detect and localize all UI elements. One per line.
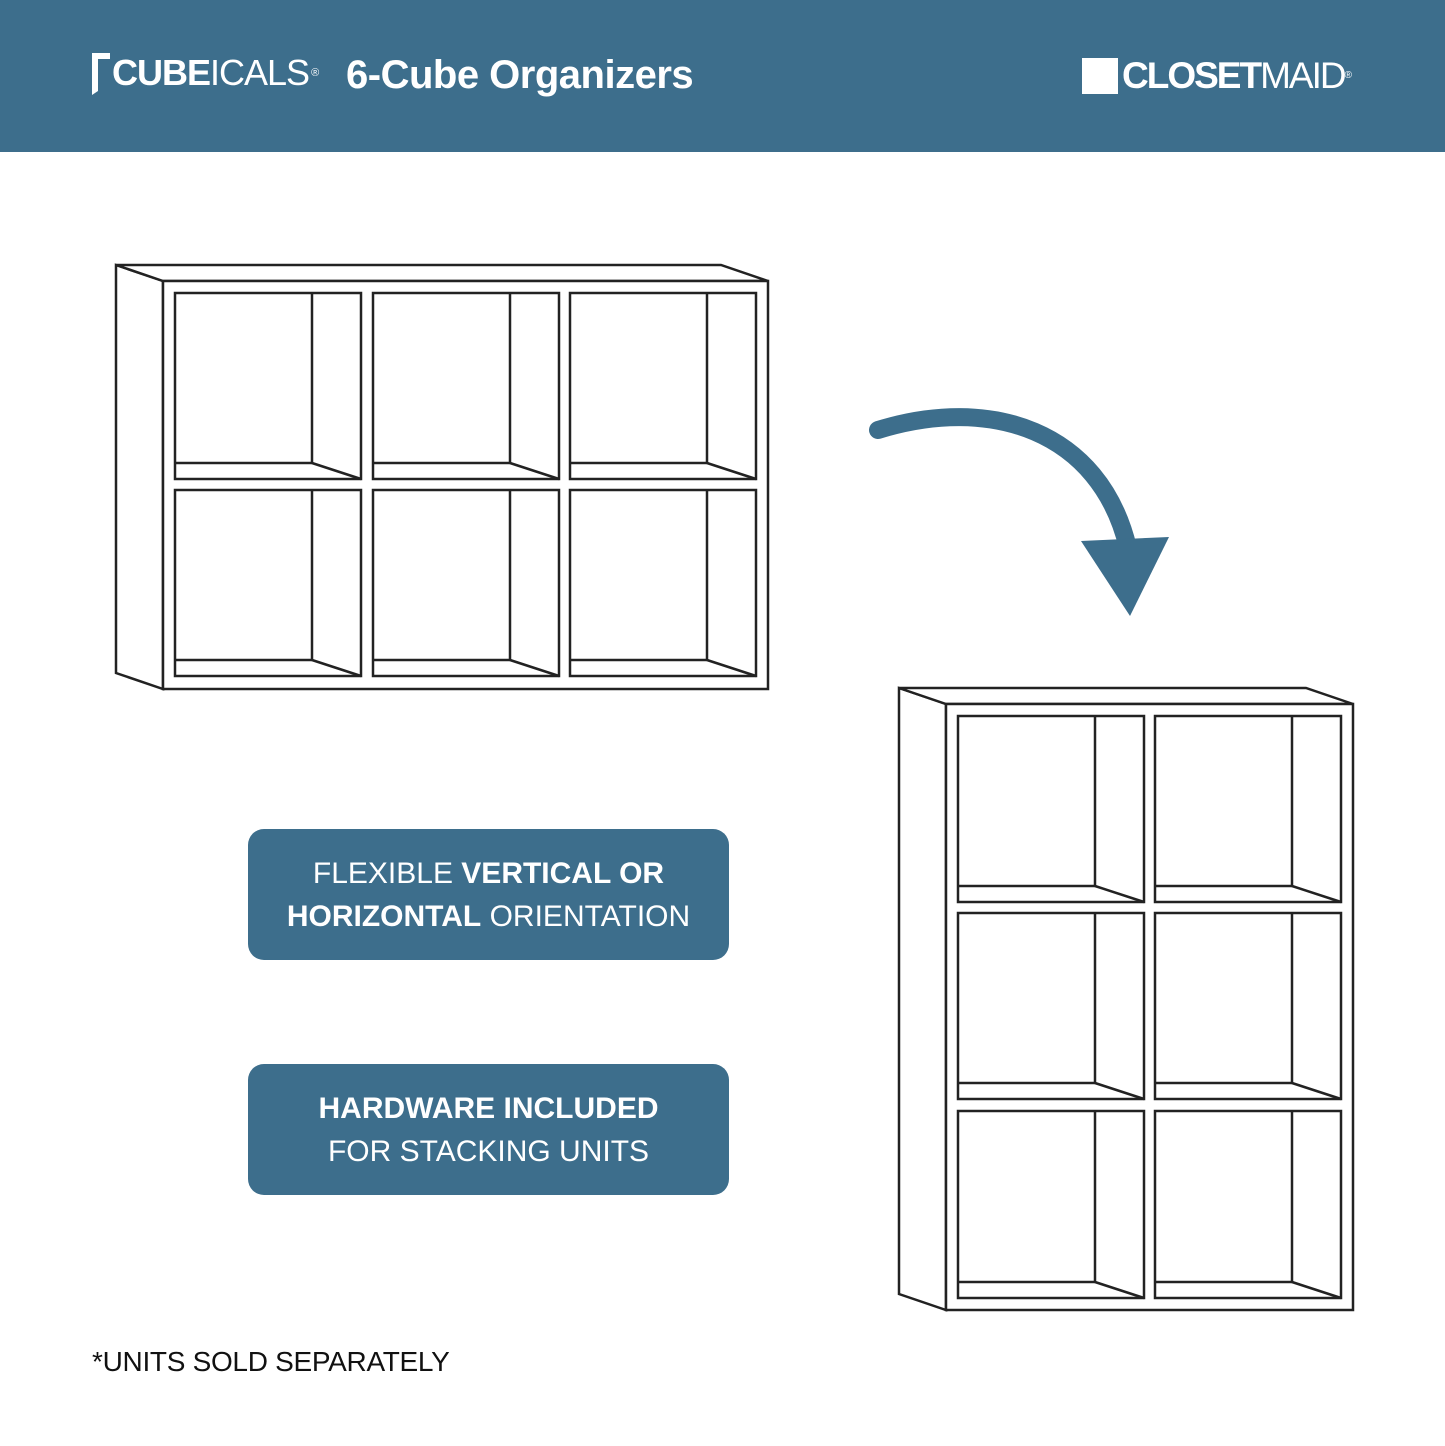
horizontal-organizer — [114, 263, 770, 691]
vertical-organizer — [897, 686, 1355, 1312]
callout-text-regular: FLEXIBLE — [312, 856, 462, 890]
callout-text-regular: ORIENTATION — [481, 899, 691, 933]
brand-name-regular: ICALS — [210, 52, 310, 93]
closetmaid-logo: CLOSETMAID® — [1082, 56, 1352, 96]
callout-text-regular: FOR STACKING UNITS — [327, 1134, 650, 1168]
callout-text-bold: HORIZONTAL — [286, 899, 482, 933]
maker-registered-mark: ® — [1344, 70, 1352, 81]
footnote: *UNITS SOLD SEPARATELY — [92, 1346, 450, 1377]
cube-corner-icon — [92, 53, 110, 95]
curved-arrow-icon — [869, 408, 1169, 616]
maker-wordmark: CLOSETMAID® — [1122, 56, 1352, 96]
page-title: 6-Cube Organizers — [346, 53, 694, 97]
brand-registered-mark: ® — [311, 67, 319, 79]
cubeicals-logo: CUBEICALS® — [90, 48, 319, 98]
header-bar: CUBEICALS® 6-Cube Organizers CLOSETMAID® — [0, 0, 1445, 152]
callout-line: HORIZONTAL ORIENTATION — [287, 895, 690, 938]
maker-name-regular: MAID — [1260, 55, 1346, 96]
callout-text-bold: VERTICAL OR — [461, 856, 665, 890]
orientation-callout: FLEXIBLE VERTICAL OR HORIZONTAL ORIENTAT… — [248, 829, 729, 960]
callout-line: FLEXIBLE VERTICAL OR — [313, 852, 664, 895]
maker-name-bold: CLOSET — [1122, 55, 1262, 96]
square-icon — [1082, 58, 1118, 94]
hardware-callout: HARDWARE INCLUDED FOR STACKING UNITS — [248, 1064, 729, 1195]
brand-name-bold: CUBE — [112, 52, 211, 93]
callout-text-bold: HARDWARE INCLUDED — [318, 1091, 659, 1125]
brand-wordmark: CUBEICALS® — [112, 48, 319, 98]
